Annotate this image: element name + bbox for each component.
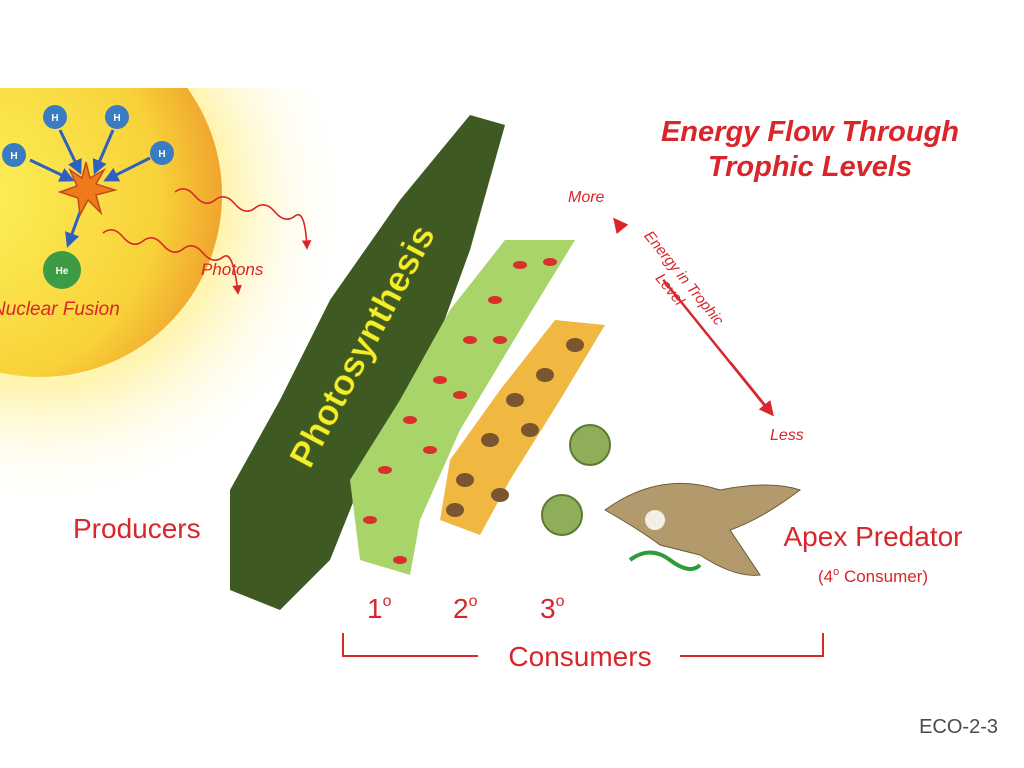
producers-label: Producers xyxy=(73,513,201,544)
level-2-label: 2o xyxy=(453,593,478,624)
energy-arrow-down xyxy=(729,361,774,417)
hydrogen-label: H xyxy=(113,113,120,124)
hydrogen-label: H xyxy=(10,151,17,162)
nuclear-fusion-label: Nuclear Fusion xyxy=(0,299,120,320)
apex-predator-label: Apex Predator xyxy=(784,521,963,552)
title-line2: Trophic Levels xyxy=(708,151,912,183)
eagle-apex-predator xyxy=(604,482,802,576)
level-3-label: 3o xyxy=(540,593,565,624)
fusion-arrows xyxy=(29,129,151,248)
less-label: Less xyxy=(770,427,804,444)
title-line1: Energy Flow Through xyxy=(661,116,959,148)
more-label: More xyxy=(568,189,605,206)
snakes xyxy=(541,424,611,536)
photons-label: Photons xyxy=(201,260,264,279)
mice xyxy=(446,338,584,517)
helium-atom xyxy=(43,251,81,289)
hydrogen-label: H xyxy=(158,149,165,160)
hydrogen-label: H xyxy=(51,113,58,124)
consumers-bracket xyxy=(342,633,824,657)
primary-consumer-leaf-band xyxy=(350,240,575,575)
helium-label: He xyxy=(56,266,69,277)
producers-grass-band xyxy=(230,115,505,610)
level-1-label: 1o xyxy=(367,593,392,624)
slide-code: ECO-2-3 xyxy=(919,716,998,738)
hydrogen-atoms xyxy=(2,105,174,289)
photon-waves xyxy=(102,188,312,295)
beetles xyxy=(363,258,557,564)
consumers-label: Consumers xyxy=(508,641,651,672)
fusion-star-icon xyxy=(57,161,118,218)
apex-consumer-sublabel: (4o Consumer) xyxy=(818,566,928,586)
